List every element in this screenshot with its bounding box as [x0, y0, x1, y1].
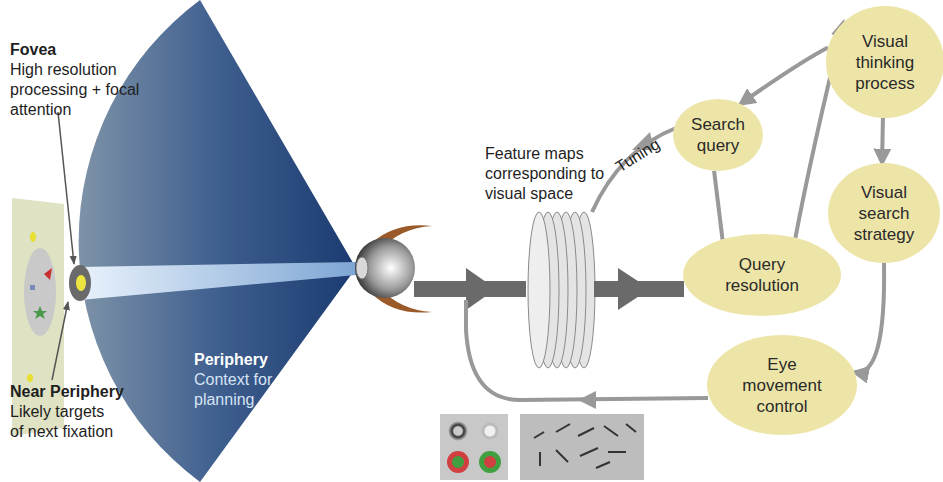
target-square	[30, 285, 35, 290]
flow-connector	[741, 48, 829, 104]
flow-connector	[854, 263, 884, 372]
node-text: Visual thinking process	[839, 31, 931, 94]
node-text: Eye movement control	[734, 354, 830, 417]
annotation-label: Periphery	[194, 350, 324, 370]
eyeball	[355, 238, 415, 298]
annotation-label: Context for planning	[194, 370, 304, 410]
tuning-line	[592, 128, 676, 212]
near-periphery	[69, 265, 91, 301]
target-dot	[27, 374, 33, 382]
center-surround-thumbnail	[440, 414, 508, 480]
foveal-beam	[80, 262, 356, 300]
target-dot	[30, 232, 36, 242]
leader-line	[52, 302, 68, 380]
process-ellipse: Query resolution	[683, 234, 841, 316]
periphery-cone	[79, 0, 356, 482]
process-ellipse: Eye movement control	[707, 335, 857, 435]
annotation-label: Near Periphery	[10, 382, 160, 402]
annotation-label: Feature maps corresponding to visual spa…	[485, 144, 610, 204]
node-text: Search query	[682, 114, 754, 156]
node-text: Visual search strategy	[842, 182, 926, 245]
arrow-head	[466, 268, 496, 310]
target-star	[33, 306, 47, 319]
process-ellipse: Search query	[673, 99, 763, 171]
screen	[12, 198, 64, 436]
fovea	[76, 275, 86, 291]
node-text: Query resolution	[710, 254, 814, 296]
annotation-label: Fovea	[10, 40, 170, 60]
gabor-thumbnail	[520, 414, 644, 480]
leader-line	[58, 112, 74, 264]
process-ellipse: Visual thinking process	[826, 6, 943, 118]
flow-connector	[880, 118, 885, 163]
pupil	[356, 257, 368, 279]
target-triangle	[44, 268, 52, 280]
screen-region	[24, 248, 56, 336]
flow-connector	[714, 171, 722, 240]
annotation-label: High resolution processing + focal atten…	[10, 60, 160, 120]
annotation-label: Likely targets of next fixation	[10, 402, 120, 442]
arrow-head	[618, 268, 650, 310]
arrow-head	[578, 391, 596, 409]
feature-maps	[528, 212, 595, 368]
process-ellipse: Visual search strategy	[828, 163, 940, 263]
